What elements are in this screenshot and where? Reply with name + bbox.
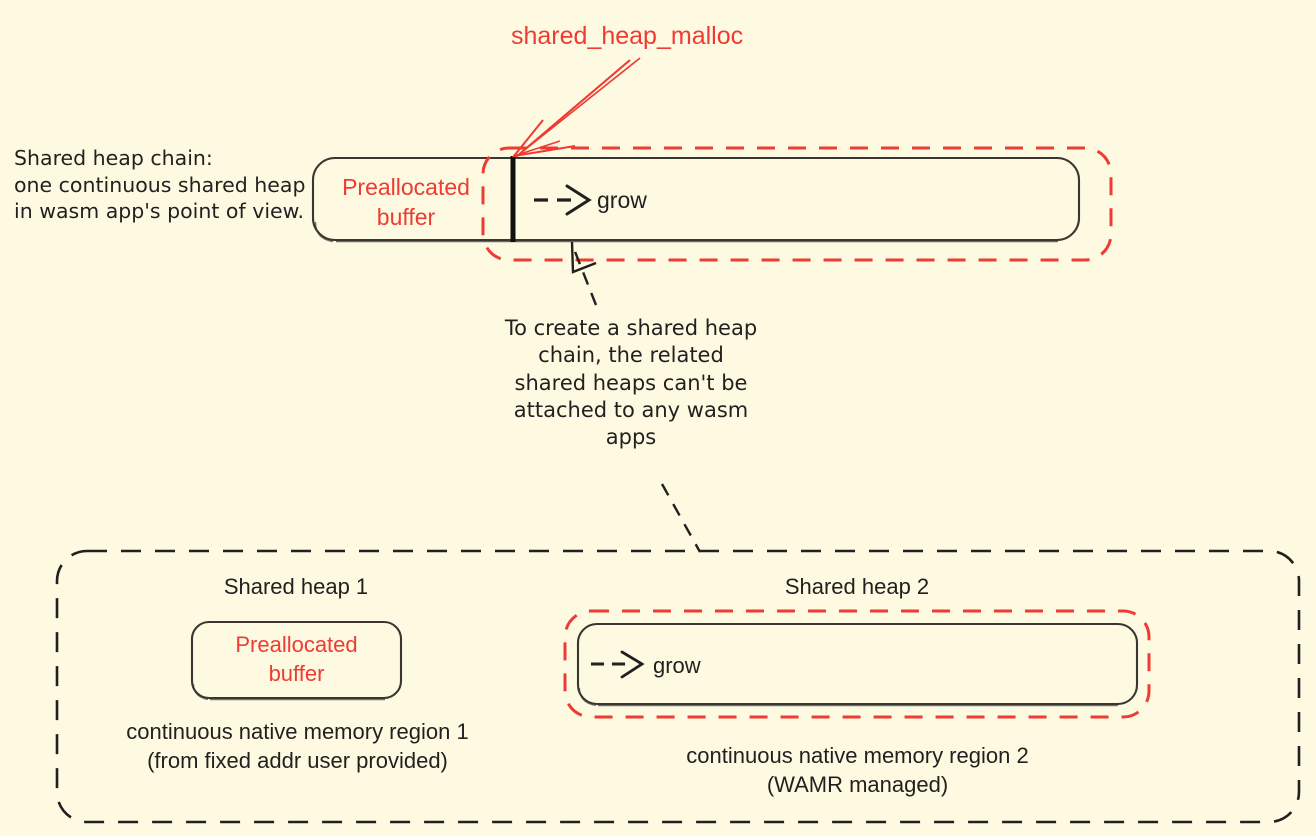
shared-heap-1-caption: continuous native memory region 1 (from … <box>105 718 490 775</box>
shared-heap-1-box-label-line-2: buffer <box>268 660 325 686</box>
shared-heap-chain-caption-line-2: one continuous shared heap <box>14 172 306 197</box>
shared-heap-chain-note: To create a shared heap chain, the relat… <box>466 315 796 451</box>
shared-heap-chain-caption-line-3: in wasm app's point of view. <box>14 199 305 224</box>
note-to-bar-leader <box>570 241 598 306</box>
bottom-grow-label: grow <box>653 653 701 678</box>
top-preallocated-buffer-label: Preallocated buffer <box>330 173 482 233</box>
shared-heap-1-caption-line-2: (from fixed addr user provided) <box>147 747 448 773</box>
top-preallocated-buffer-line-1: Preallocated <box>342 174 470 200</box>
shared-heap-1-box-label: Preallocated buffer <box>192 631 401 688</box>
shared-heap-chain-caption: Shared heap chain: one continuous shared… <box>14 145 314 225</box>
shared-heap-malloc-callout-arrow <box>511 57 641 158</box>
shared-heap-chain-note-line-2: chain, the related <box>538 343 724 368</box>
shared-heap-1-box-label-line-1: Preallocated <box>235 632 358 657</box>
shared-heap-2-title: Shared heap 2 <box>784 574 930 599</box>
shared-heap-chain-caption-line-1: Shared heap chain: <box>14 146 213 170</box>
shared-heap-malloc-label: shared_heap_malloc <box>511 22 744 50</box>
shared-heap-2-caption-line-1: continuous native memory region 2 <box>686 743 1029 768</box>
shared-heap-2-caption-line-2: (WAMR managed) <box>766 771 949 797</box>
shared-heap-chain-note-line-4: attached to any wasm <box>513 397 749 422</box>
shared-heap-chain-note-line-1: To create a shared heap <box>504 316 758 340</box>
top-preallocated-buffer-line-2: buffer <box>376 203 436 230</box>
shared-heap-1-title: Shared heap 1 <box>223 574 369 599</box>
shared-heap-chain-note-line-3: shared heaps can't be <box>514 370 748 395</box>
shared-heap-1-caption-line-1: continuous native memory region 1 <box>126 719 469 744</box>
shared-heap-chain-note-line-5: apps <box>605 425 657 450</box>
shared-heap-2-caption: continuous native memory region 2 (WAMR … <box>665 742 1050 799</box>
grow-arrow-bottom <box>591 650 645 679</box>
top-red-dashed-region <box>481 146 1113 262</box>
grow-arrow-top <box>534 184 592 216</box>
note-to-container-leader <box>660 483 702 553</box>
top-grow-label: grow <box>597 187 647 213</box>
